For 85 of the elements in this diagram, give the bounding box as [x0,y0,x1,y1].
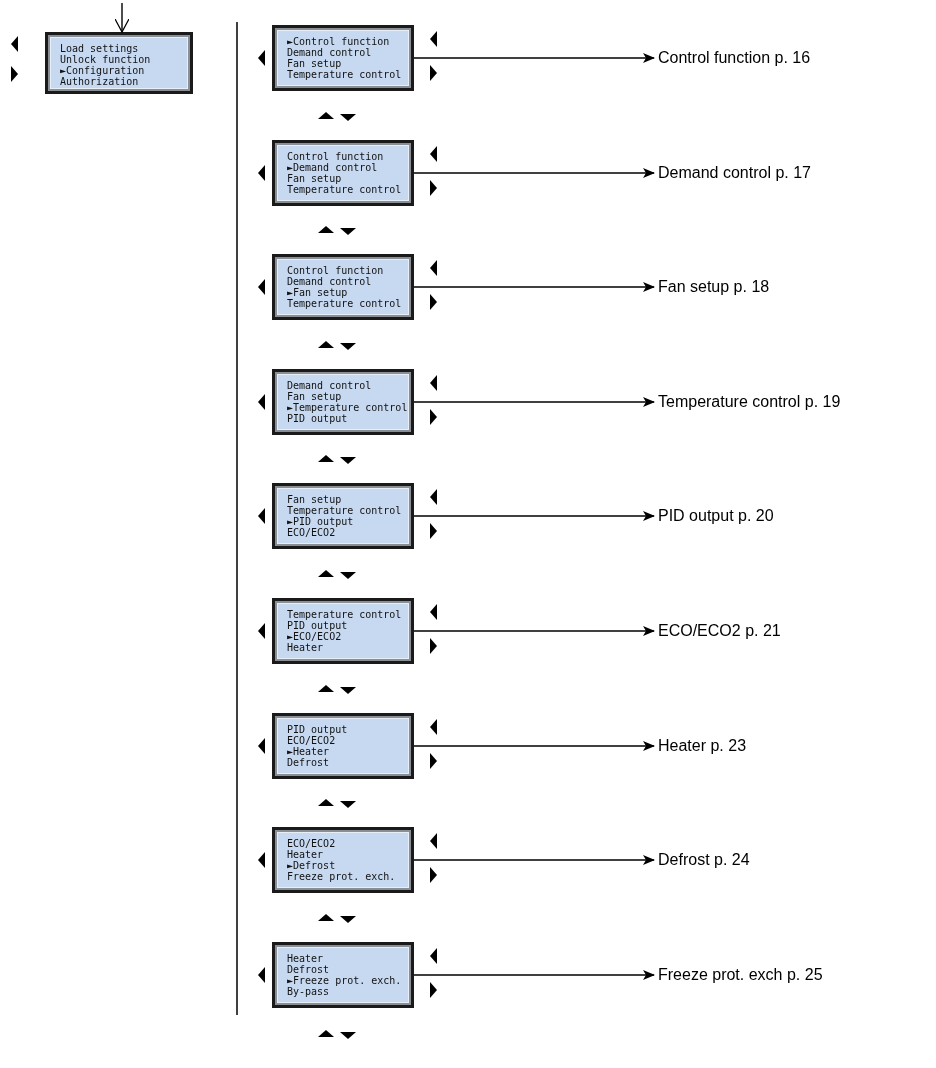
lcd-screen [272,369,414,435]
up-arrow [318,455,334,462]
arrow [413,53,655,63]
menu-item-text: Unlock function [60,54,151,65]
down-arrow [340,114,356,121]
down-arrow [340,228,356,235]
menu-item-text: Load settings [60,43,139,54]
menu-item-text: Freeze prot. exch. [287,871,396,882]
menu-item-text: ►Defrost [287,860,336,871]
menu-item-text: By-pass [287,986,330,997]
up-arrow [318,570,334,577]
arrow [114,2,130,33]
menu-item-text: ECO/ECO2 [287,527,336,538]
lcd-screen [272,942,414,1008]
lcd-screen [272,827,414,893]
page-reference-text: Temperature control p. 19 [658,392,841,412]
down-arrow [340,457,356,464]
menu-item-text: Temperature control [287,184,402,195]
menu-item-text: PID output [287,620,348,631]
menu-item-text: ►Configuration [60,65,145,76]
page-reference-text: PID output p. 20 [658,506,774,526]
menu-item-text: Control function [287,265,384,276]
lcd-screen [272,25,414,91]
page-reference-text: ECO/ECO2 p. 21 [658,621,781,641]
menu-item-text: Heater [287,849,324,860]
down-arrow [340,343,356,350]
arrow [413,741,655,751]
menu-item-text: PID output [287,724,348,735]
menu-item-text: Demand control [287,380,372,391]
up-arrow [318,685,334,692]
menu-item-text: Heater [287,642,324,653]
up-arrow [318,112,334,119]
arrow [413,855,655,865]
menu-item-text: ►Freeze prot. exch. [287,975,402,986]
menu-item-text: ►Demand control [287,162,378,173]
page-reference-text: Fan setup p. 18 [658,277,770,297]
lcd-screen [272,598,414,664]
menu-item-text: Fan setup [287,391,342,402]
menu-item-text: ►Fan setup [287,287,348,298]
page-reference-text: Heater p. 23 [658,736,747,756]
up-arrow [318,341,334,348]
down-arrow [340,916,356,923]
menu-item-text: Fan setup [287,173,342,184]
menu-item-text: Control function [287,151,384,162]
lcd-screen [272,483,414,549]
menu-item-text: ►Temperature control [287,402,408,413]
up-arrow [318,914,334,921]
menu-item-text: Temperature control [287,609,402,620]
lcd-screen [45,32,193,94]
page-reference-text: Freeze prot. exch p. 25 [658,965,823,985]
down-arrow [340,687,356,694]
page-reference-text: Defrost p. 24 [658,850,750,870]
arrow [413,626,655,636]
arrow [413,970,655,980]
menu-item-text: ►ECO/ECO2 [287,631,342,642]
menu-item-text: Heater [287,953,324,964]
menu-item-text: Fan setup [287,58,342,69]
page-reference-text: Demand control p. 17 [658,163,811,183]
menu-item-text: Defrost [287,964,330,975]
menu-item-text: PID output [287,413,348,424]
down-arrow [340,801,356,808]
arrow [413,168,655,178]
menu-item-text: ECO/ECO2 [287,735,336,746]
menu-item-text: ►Heater [287,746,330,757]
menu-item-text: ►PID output [287,516,354,527]
up-arrow [318,226,334,233]
menu-item-text: Temperature control [287,298,402,309]
down-arrow [340,572,356,579]
menu-item-text: ►Control function [287,36,390,47]
menu-item-text: Temperature control [287,505,402,516]
lcd-screen [272,140,414,206]
page-reference-text: Control function p. 16 [658,48,811,68]
menu-item-text: Demand control [287,47,372,58]
up-arrow [318,799,334,806]
menu-item-text: Defrost [287,757,330,768]
arrow [413,282,655,292]
menu-item-text: Fan setup [287,494,342,505]
arrow [413,397,655,407]
menu-item-text: Temperature control [287,69,402,80]
menu-item-text: Demand control [287,276,372,287]
menu-item-text: ECO/ECO2 [287,838,336,849]
menu-item-text: Authorization [60,76,139,87]
arrow [413,511,655,521]
lcd-screen [272,254,414,320]
lcd-screen [272,713,414,779]
